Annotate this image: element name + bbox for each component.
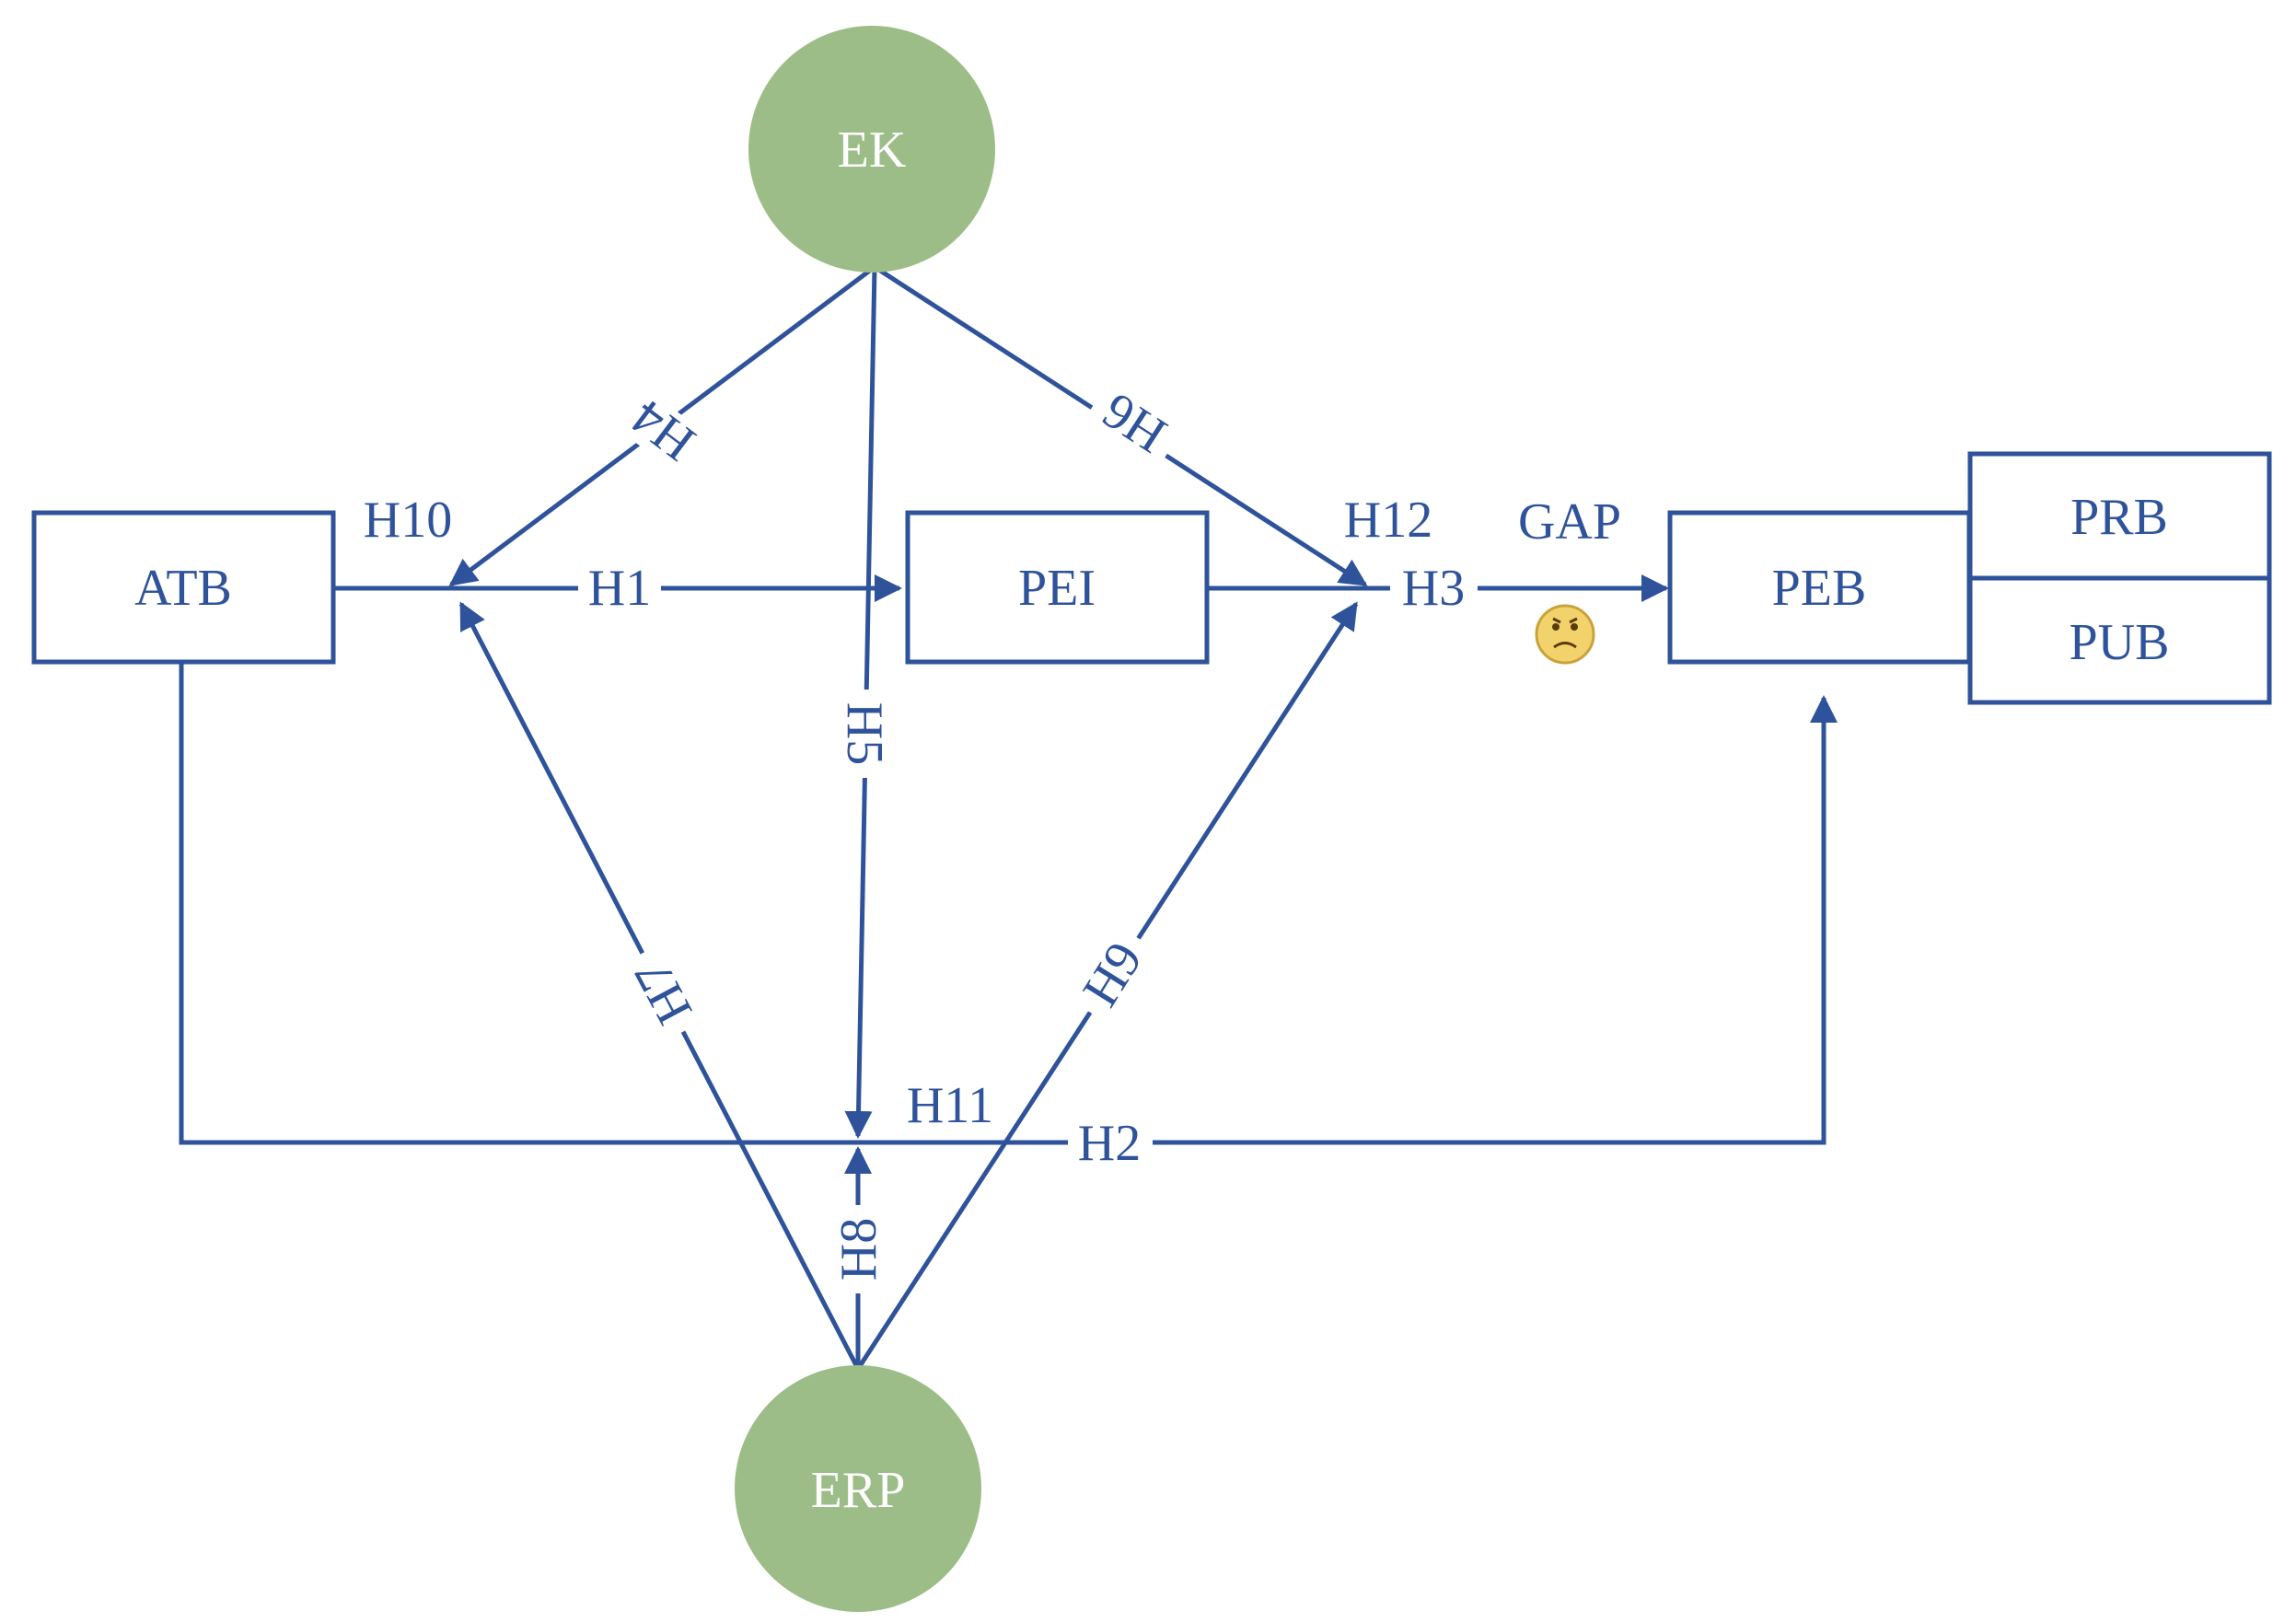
- erp-node: ERP: [735, 1365, 981, 1612]
- ek-node: EK: [748, 26, 995, 272]
- pub-node: PUB: [1967, 575, 2272, 705]
- atb-node: ATB: [31, 510, 336, 665]
- ek-label: EK: [838, 122, 907, 179]
- label-h10: H10: [364, 492, 452, 549]
- peb-node: PEB: [1667, 510, 1972, 665]
- ek-circle: [748, 26, 995, 272]
- pub-label: PUB: [2070, 614, 2170, 671]
- edge-h2: [179, 662, 1838, 1145]
- sad-face-icon: [1535, 604, 1595, 665]
- atb-label: ATB: [134, 560, 232, 617]
- label-h11: H11: [907, 1077, 993, 1134]
- label-h8: H8: [830, 1218, 887, 1281]
- connectors: [179, 264, 1973, 1371]
- label-h2: H2: [1078, 1115, 1141, 1172]
- label-h3: H3: [1402, 560, 1465, 617]
- erp-circle: [735, 1365, 981, 1612]
- prb-node: PRB: [1967, 451, 2272, 581]
- label-h1: H1: [588, 560, 651, 617]
- prb-label: PRB: [2070, 489, 2168, 546]
- peb-label: PEB: [1772, 560, 1867, 617]
- pei-node: PEI: [905, 510, 1210, 665]
- label-h12: H12: [1344, 492, 1432, 549]
- erp-label: ERP: [811, 1462, 906, 1519]
- label-gap: GAP: [1518, 493, 1621, 551]
- label-h5: H5: [836, 702, 893, 765]
- pei-label: PEI: [1018, 560, 1096, 617]
